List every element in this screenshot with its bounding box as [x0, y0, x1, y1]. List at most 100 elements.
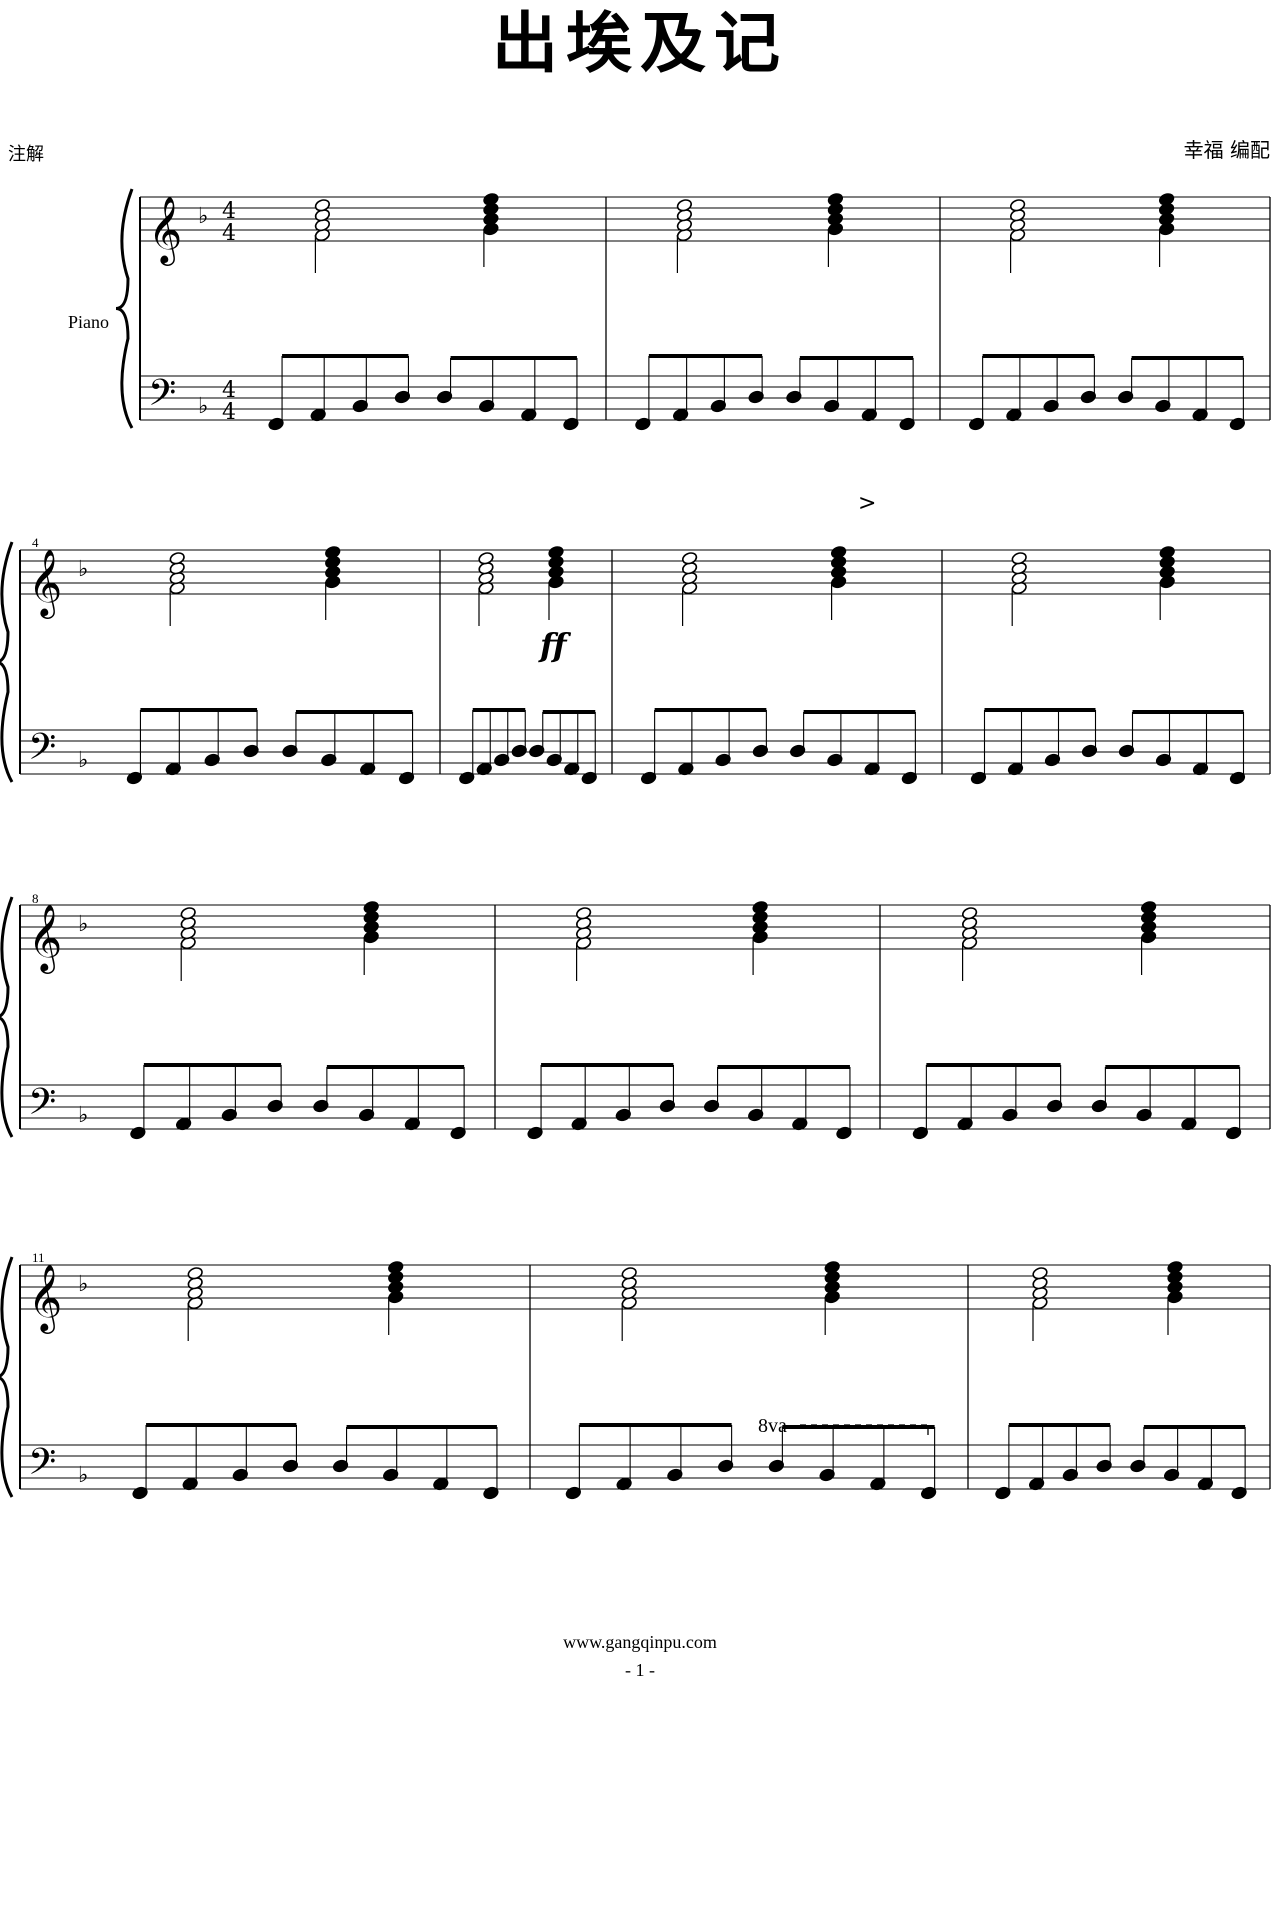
bass-note: [1080, 390, 1096, 404]
bass-note: [1091, 1099, 1107, 1113]
bass-note: [1081, 744, 1098, 758]
bass-note: [232, 1468, 248, 1482]
bass-note: [912, 1126, 928, 1140]
bass-note: [479, 399, 495, 413]
dynamic-ff: ff: [538, 626, 572, 664]
chord-note: [478, 552, 494, 565]
bass-note: [332, 1459, 349, 1473]
bass-note: [768, 1459, 784, 1473]
bass-note: [204, 753, 220, 767]
bass-note: [1226, 1126, 1242, 1140]
chord-note: [388, 1261, 404, 1274]
footer-website: www.gangqinpu.com: [563, 1632, 717, 1652]
key-flat: ♭: [78, 912, 88, 937]
bass-note: [511, 744, 527, 758]
time-sig-top: 4: [222, 378, 236, 403]
bass-note: [546, 753, 562, 767]
bass-note: [1043, 399, 1059, 413]
bass-note: [436, 390, 453, 404]
measure-number-11: 11: [32, 1250, 45, 1265]
bass-note: [673, 408, 689, 422]
bass-note: [1002, 1108, 1018, 1122]
bass-note: [268, 417, 284, 431]
treble-clef: 𝄞: [28, 1263, 62, 1334]
bass-note: [957, 1117, 973, 1131]
arranger-credit: 幸福 编配: [1183, 138, 1270, 162]
bass-note: [710, 399, 726, 413]
bass-note: [1007, 762, 1024, 776]
ottava-line: [800, 1424, 929, 1440]
chord-note: [1159, 193, 1175, 206]
accent-mark: >: [858, 491, 876, 516]
bass-note: [310, 408, 326, 422]
measure-number-4: 4: [32, 535, 39, 550]
bass-note: [267, 1099, 283, 1113]
page-title: 出埃及记: [492, 5, 788, 82]
chord-note: [483, 193, 499, 206]
bass-note: [527, 1126, 543, 1140]
chord-note: [1032, 1267, 1048, 1280]
time-sig-bottom: 4: [222, 221, 236, 246]
bass-note: [282, 744, 298, 758]
treble-clef: 𝄞: [148, 195, 182, 266]
bass-note: [921, 1486, 937, 1500]
bass-clef: 𝄢: [148, 372, 176, 423]
bass-note: [130, 1126, 146, 1140]
key-flat: ♭: [78, 557, 88, 582]
bass-note: [132, 1486, 148, 1500]
chord-note: [831, 546, 847, 559]
bass-note: [703, 1099, 720, 1113]
bass-note: [616, 1477, 632, 1491]
bass-note: [1197, 1477, 1213, 1491]
key-flat: ♭: [78, 1272, 88, 1297]
bass-note: [476, 762, 492, 776]
bass-note: [352, 399, 368, 413]
bass-note: [995, 1486, 1011, 1500]
bass-note: [1130, 1459, 1146, 1473]
bass-note: [969, 417, 985, 431]
bass-note: [786, 390, 802, 404]
bass-note: [748, 390, 764, 404]
bass-note: [182, 1477, 198, 1491]
bass-note: [521, 408, 537, 422]
bass-clef: 𝄢: [28, 726, 56, 777]
bass-note: [1181, 1117, 1197, 1131]
bass-note: [1029, 1477, 1045, 1491]
chord-note: [752, 901, 768, 914]
bass-note: [615, 1108, 631, 1122]
bass-note: [1164, 1468, 1180, 1482]
bass-note: [1155, 753, 1172, 767]
bass-clef: 𝄢: [28, 1081, 56, 1132]
key-flat: ♭: [78, 1463, 88, 1488]
chord-note: [325, 546, 341, 559]
bass-note: [359, 1108, 375, 1122]
bass-note: [1096, 1459, 1112, 1473]
bass-note: [1118, 744, 1135, 758]
bass-note: [635, 417, 651, 431]
chord-note: [682, 552, 698, 565]
bass-note: [563, 417, 579, 431]
bass-note: [970, 771, 987, 785]
bass-note: [827, 753, 843, 767]
bass-note: [564, 762, 580, 776]
bass-note: [571, 1117, 587, 1131]
bass-note: [1044, 753, 1061, 767]
bass-note: [483, 1486, 499, 1500]
bass-note: [899, 417, 915, 431]
bass-note: [641, 771, 657, 785]
chord-note: [827, 193, 843, 206]
bass-note: [1155, 399, 1171, 413]
key-flat: ♭: [78, 1103, 88, 1128]
instrument-label: Piano: [68, 312, 110, 332]
bass-note: [581, 771, 597, 785]
bass-note: [1136, 1108, 1152, 1122]
bass-note: [870, 1477, 886, 1491]
grand-staff-brace: [0, 1256, 14, 1498]
grand-staff-brace: [115, 188, 134, 429]
bass-note: [748, 1108, 764, 1122]
bass-note: [790, 744, 806, 758]
bass-note: [360, 762, 376, 776]
bass-note: [752, 744, 768, 758]
page-number: - 1 -: [625, 1660, 655, 1680]
chord-note: [576, 907, 592, 920]
